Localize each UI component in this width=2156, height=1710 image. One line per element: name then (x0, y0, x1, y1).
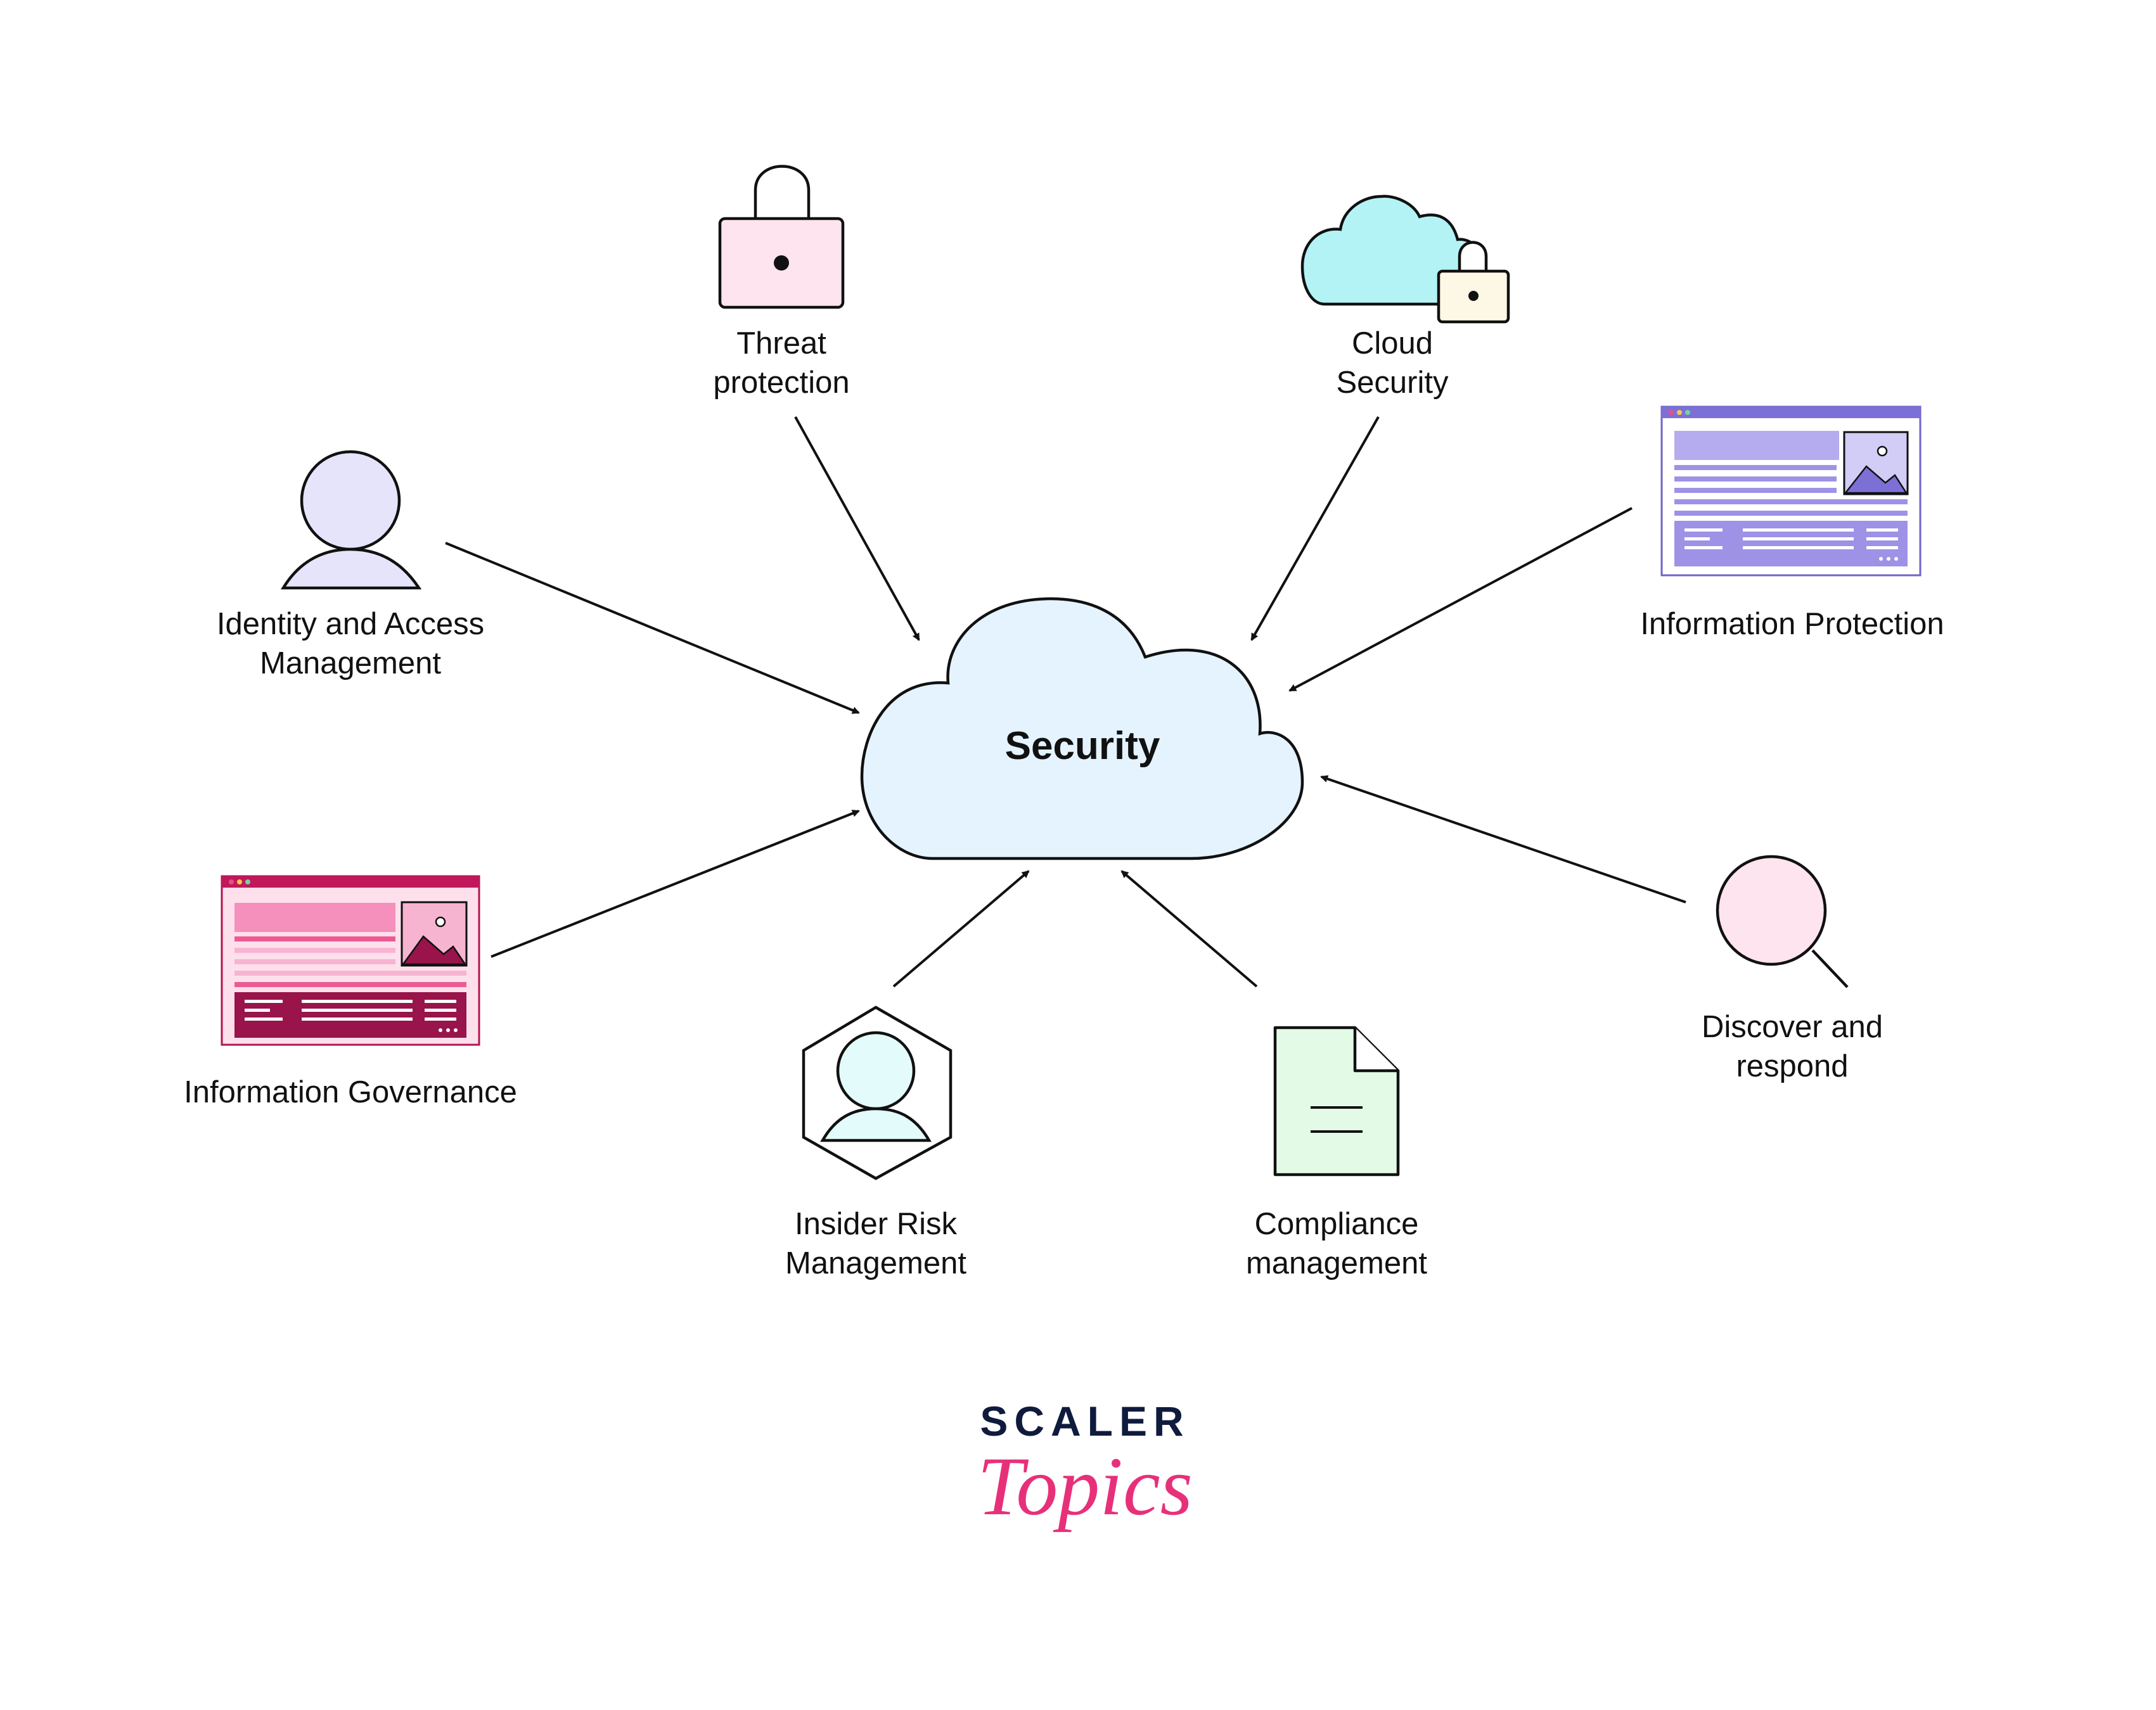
arrow-info-governance (491, 810, 860, 958)
discover-label-line2: respond (1736, 1049, 1848, 1083)
identity-label-line1: Identity and Access (217, 607, 484, 641)
arrow-compliance (1120, 870, 1258, 988)
compliance-label-line2: management (1246, 1246, 1427, 1280)
information-protection-label: Information Protection (1640, 607, 1944, 641)
arrow-identity (445, 542, 860, 714)
arrow-threat (794, 416, 920, 641)
magnifier-icon (1716, 855, 1849, 988)
cloud-security-label-line1: Cloud (1352, 326, 1433, 361)
node-information-governance: Information Governance (184, 875, 517, 1109)
arrow-discover (1320, 775, 1686, 903)
arrow-insider (892, 870, 1030, 988)
node-information-protection: Information Protection (1640, 405, 1944, 641)
document-icon (1273, 1026, 1400, 1177)
logo-topics: Topics (977, 1439, 1193, 1533)
cloud-security-label-line2: Security (1336, 366, 1449, 400)
web-page-icon (1660, 405, 1922, 577)
information-governance-label: Information Governance (184, 1075, 517, 1109)
node-compliance: Compliance management (1246, 1026, 1427, 1280)
node-insider-risk: Insider Risk Management (785, 1005, 966, 1280)
scaler-topics-logo: SCALER Topics (977, 1398, 1193, 1533)
discover-label-line1: Discover and (1702, 1010, 1883, 1044)
center-label: Security (1005, 724, 1160, 768)
arrow-info-protection (1288, 507, 1633, 692)
center-security-cloud: Security (860, 597, 1304, 860)
insider-label-line1: Insider Risk (795, 1207, 957, 1241)
threat-label-line2: protection (713, 366, 849, 400)
node-discover-respond: Discover and respond (1702, 855, 1883, 1083)
logo-scaler: SCALER (980, 1398, 1190, 1445)
arrows (445, 416, 1686, 988)
node-cloud-security: Cloud Security (1300, 195, 1510, 400)
node-threat-protection: Threat protection (713, 165, 850, 400)
user-hexagon-icon (802, 1005, 953, 1180)
identity-label-line2: Management (260, 646, 441, 680)
insider-label-line2: Management (785, 1246, 966, 1280)
compliance-label-line1: Compliance (1255, 1207, 1419, 1241)
padlock-icon (718, 165, 845, 309)
arrow-cloud-security (1250, 416, 1380, 641)
node-identity-access: Identity and Access Management (217, 450, 484, 680)
user-icon (281, 450, 422, 590)
threat-label-line1: Threat (736, 326, 826, 361)
web-page-icon (221, 875, 480, 1046)
cloud-icon (860, 597, 1304, 860)
cloud-lock-icon (1300, 195, 1510, 324)
